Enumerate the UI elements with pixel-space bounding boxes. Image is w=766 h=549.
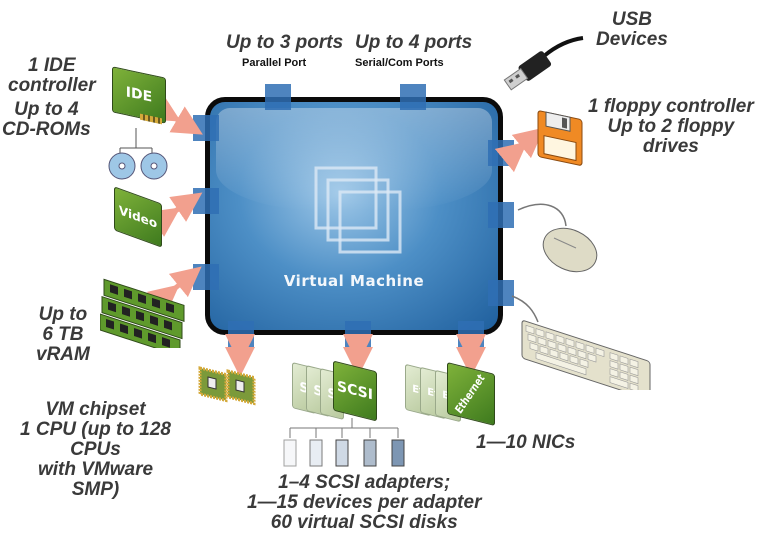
arrow-ide bbox=[168, 114, 190, 127]
video-card-label: Video bbox=[119, 203, 157, 231]
ethernet-card-label: Ethernet bbox=[454, 372, 488, 416]
ide-card-label: IDE bbox=[126, 84, 152, 106]
scsi-card-label: SCSI bbox=[337, 379, 373, 404]
cpu-chips-icon bbox=[196, 363, 266, 415]
memory-modules-icon bbox=[100, 278, 200, 348]
keyboard-icon bbox=[508, 290, 658, 390]
usb-plug-icon bbox=[498, 36, 588, 96]
arrow-floppy bbox=[516, 137, 533, 151]
scsi-card: SCSI bbox=[333, 361, 377, 422]
floppy-disk-icon bbox=[536, 108, 588, 168]
mouse-icon bbox=[514, 196, 614, 276]
scsi-disks-icon bbox=[282, 438, 412, 472]
arrow-video bbox=[168, 201, 190, 216]
cdrom-icon bbox=[108, 148, 178, 184]
